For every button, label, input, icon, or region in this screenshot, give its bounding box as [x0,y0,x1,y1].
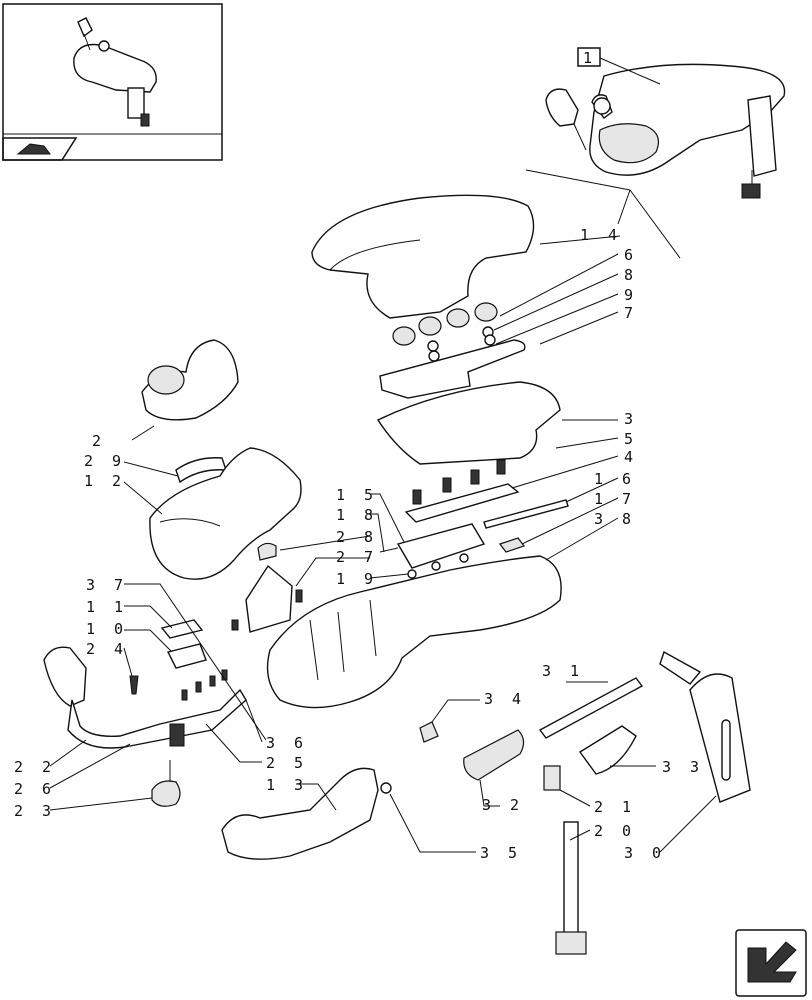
label-22: 2 2 [14,758,56,776]
label-12: 1 2 [84,472,126,490]
joystick-arm [43,646,247,749]
cap-34 [419,721,439,743]
upper-housing [376,381,561,465]
label-6: 6 [624,246,638,264]
screws-upper [412,459,506,505]
label-37: 3 7 [86,576,128,594]
label-9: 9 [624,286,638,304]
joystick-cover [141,339,239,421]
book-section-icon [2,137,78,161]
label-29: 2 9 [84,452,126,470]
ref-box-label: 1 [583,49,597,67]
label-21: 2 1 [594,798,636,816]
label-25: 2 5 [266,754,308,772]
label-7: 7 [624,304,638,322]
rod-31 [538,677,644,739]
lower-housing [266,555,562,709]
label-13: 1 3 [266,776,308,794]
bracket-27 [245,564,293,633]
label-5: 5 [624,430,638,448]
label-20: 2 0 [594,822,636,840]
armrest-cushion [311,194,535,319]
callout-labels: 1 4 6 8 9 7 3 5 4 1 6 1 7 3 8 2 2 9 1 2 … [14,226,704,862]
reference-assembly-drawing [525,47,786,259]
label-32: 3 2 [482,796,524,814]
label-2: 2 [92,432,106,450]
label-23: 2 3 [14,802,56,820]
console-housing [149,447,302,580]
label-14: 1 4 [580,226,622,244]
label-17: 1 7 [594,490,636,508]
label-38: 3 8 [594,510,636,528]
knob-23 [151,780,181,807]
label-31: 3 1 [542,662,584,680]
label-16: 1 6 [594,470,636,488]
label-3: 3 [624,410,638,428]
label-34: 3 4 [484,690,526,708]
screws-36 [181,669,228,701]
bracket [404,483,520,523]
bracket-33 [578,725,637,775]
rod [483,499,569,529]
washer-35 [380,782,392,794]
label-18: 1 8 [336,506,378,524]
knob-28 [257,542,277,561]
assembly-thumbnail-icon [2,3,223,161]
label-24: 2 4 [86,640,128,658]
label-10: 1 0 [86,620,128,638]
leader-lines [49,235,717,853]
next-page-arrow-icon[interactable] [735,929,807,997]
label-15: 1 5 [336,486,378,504]
plate-11 [160,619,204,639]
top-plate [379,339,526,399]
rod-20 [555,821,587,955]
cap-21 [543,765,561,791]
label-19: 1 9 [336,570,378,588]
label-8: 8 [624,266,638,284]
label-27: 2 7 [336,548,378,566]
label-4: 4 [624,448,638,466]
label-35: 3 5 [480,844,522,862]
knob-set [392,302,498,362]
sleeve-32 [463,729,525,781]
label-26: 2 6 [14,780,56,798]
label-33: 3 3 [662,758,704,776]
bracket-10 [166,643,207,669]
pin-24 [129,675,139,695]
label-36: 3 6 [266,734,308,752]
small-block [499,537,525,553]
label-30: 3 0 [624,844,666,862]
switch-block [396,523,486,569]
lower-tray [221,767,379,860]
label-11: 1 1 [86,598,128,616]
label-28: 2 8 [336,528,378,546]
handle-30 [659,650,751,803]
